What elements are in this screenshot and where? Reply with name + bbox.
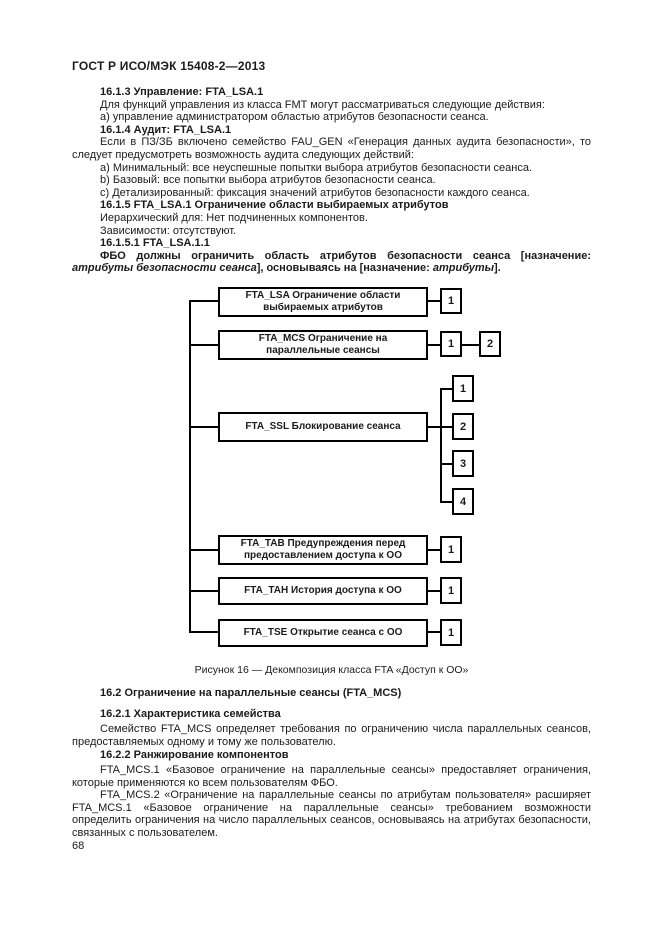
component-box-fta-mcs-1: 1: [440, 331, 462, 357]
heading-16-1-5-1: 16.1.5.1 FTA_LSA.1.1: [100, 237, 210, 250]
family-label: FTA_TSE Открытие сеанса с ОО: [243, 627, 403, 638]
section-16-1: 16.1.3 Управление: FTA_LSA.1 Для функций…: [72, 86, 591, 275]
connector-line: [428, 590, 440, 592]
connector-line: [428, 344, 440, 346]
connector-line: [428, 426, 440, 428]
component-box-fta-tah-1: 1: [440, 577, 462, 604]
connector-line: [442, 501, 452, 503]
family-label: FTA_SSL Блокирование сеанса: [245, 421, 401, 432]
family-box-fta-tab: FTA_TAB Предупреждения перед предоставле…: [218, 535, 428, 565]
paragraph: Если в ПЗ/ЗБ включено семейство FAU_GEN …: [72, 136, 591, 161]
component-number: 1: [459, 382, 467, 395]
document-header: ГОСТ Р ИСО/МЭК 15408-2—2013: [72, 59, 266, 73]
paragraph: Семейство FTA_MCS определяет требования …: [72, 723, 591, 748]
component-box-fta-mcs-2: 2: [479, 331, 501, 357]
requirement-assignment: атрибуты: [432, 262, 495, 275]
family-box-fta-tah: FTA_TAH История доступа к ОО: [218, 577, 428, 605]
figure-caption: Рисунок 16 — Декомпозиция класса FTA «До…: [194, 664, 469, 676]
page-number: 68: [72, 840, 85, 852]
hierarchical-line: Иерархический для: Нет подчиненных компо…: [100, 211, 368, 224]
paragraph: FTA_MCS.2 «Ограничение на параллельные с…: [72, 789, 591, 839]
component-number: 1: [447, 338, 455, 350]
connector-line: [189, 631, 218, 633]
dependencies-line: Зависимости: отсутствуют.: [100, 224, 237, 237]
connector-line: [189, 426, 218, 428]
component-box-fta-ssl-4: 4: [452, 488, 474, 515]
component-box-fta-lsa-1: 1: [440, 288, 462, 314]
component-box-fta-ssl-1: 1: [452, 375, 474, 402]
connector-line: [462, 344, 479, 346]
paragraph: Для функций управления из класса FMT мог…: [100, 98, 545, 111]
family-box-fta-ssl: FTA_SSL Блокирование сеанса: [218, 412, 428, 442]
connector-line: [428, 631, 440, 633]
connector-line: [189, 549, 218, 551]
heading-16-1-5: 16.1.5 FTA_LSA.1 Ограничение области выб…: [100, 199, 449, 212]
component-box-fta-ssl-3: 3: [452, 450, 474, 477]
requirement-run: ].: [494, 262, 501, 275]
connector-trunk: [189, 300, 191, 633]
heading-16-2: 16.2 Ограничение на параллельные сеансы …: [100, 687, 402, 699]
requirement-paragraph: ФБО должны ограничить область атрибутов …: [72, 250, 591, 275]
connector-line: [189, 590, 218, 592]
family-box-fta-tse: FTA_TSE Открытие сеанса с ОО: [218, 619, 428, 647]
list-item-b: b) Базовый: все попытки выбора атрибутов…: [100, 174, 436, 187]
heading-16-2-2: 16.2.2 Ранжирование компонентов: [100, 749, 289, 762]
component-number: 1: [447, 626, 455, 639]
component-number: 2: [486, 338, 494, 350]
family-label: FTA_LSA Ограничение области выбираемых а…: [245, 290, 401, 313]
component-number: 3: [459, 457, 467, 470]
family-label: FTA_MCS Ограничение на параллельные сеан…: [258, 333, 388, 356]
fta-decomposition-diagram: FTA_LSA Ограничение области выбираемых а…: [189, 287, 501, 647]
connector-line: [428, 300, 440, 302]
family-box-fta-lsa: FTA_LSA Ограничение области выбираемых а…: [218, 287, 428, 317]
connector-line: [428, 549, 440, 551]
heading-16-2-1: 16.2.1 Характеристика семейства: [100, 707, 281, 720]
component-number: 1: [447, 584, 455, 597]
requirement-run: ], основываясь на [назначение:: [256, 262, 433, 275]
family-label: FTA_TAB Предупреждения перед предоставле…: [240, 538, 406, 561]
component-number: 1: [447, 543, 455, 556]
heading-16-1-4: 16.1.4 Аудит: FTA_LSA.1: [100, 123, 232, 136]
component-number: 4: [459, 495, 467, 508]
component-number: 1: [447, 295, 455, 307]
component-box-fta-tse-1: 1: [440, 619, 462, 646]
family-label: FTA_TAH История доступа к ОО: [244, 585, 402, 596]
component-box-fta-ssl-2: 2: [452, 413, 474, 440]
connector-line: [442, 463, 452, 465]
connector-line: [442, 388, 452, 390]
connector-line: [442, 426, 452, 428]
requirement-run: ФБО должны ограничить область атрибутов …: [100, 249, 591, 262]
component-box-fta-tab-1: 1: [440, 536, 462, 563]
component-number: 2: [459, 420, 467, 433]
connector-line: [189, 300, 218, 302]
connector-fan: [440, 388, 442, 503]
connector-line: [189, 344, 218, 346]
list-item-c: c) Детализированный: фиксация значений а…: [100, 186, 530, 199]
requirement-assignment: атрибуты безопасности сеанса: [72, 262, 257, 275]
paragraph: FTA_MCS.1 «Базовое ограничение на паралл…: [72, 763, 591, 789]
list-item-a: a) управление администратором областью а…: [100, 111, 489, 124]
heading-16-1-3: 16.1.3 Управление: FTA_LSA.1: [100, 86, 264, 98]
family-box-fta-mcs: FTA_MCS Ограничение на параллельные сеан…: [218, 330, 428, 360]
list-item-a: a) Минимальный: все неуспешные попытки в…: [100, 161, 533, 174]
section-16-2: 16.2 Ограничение на параллельные сеансы …: [72, 687, 591, 840]
